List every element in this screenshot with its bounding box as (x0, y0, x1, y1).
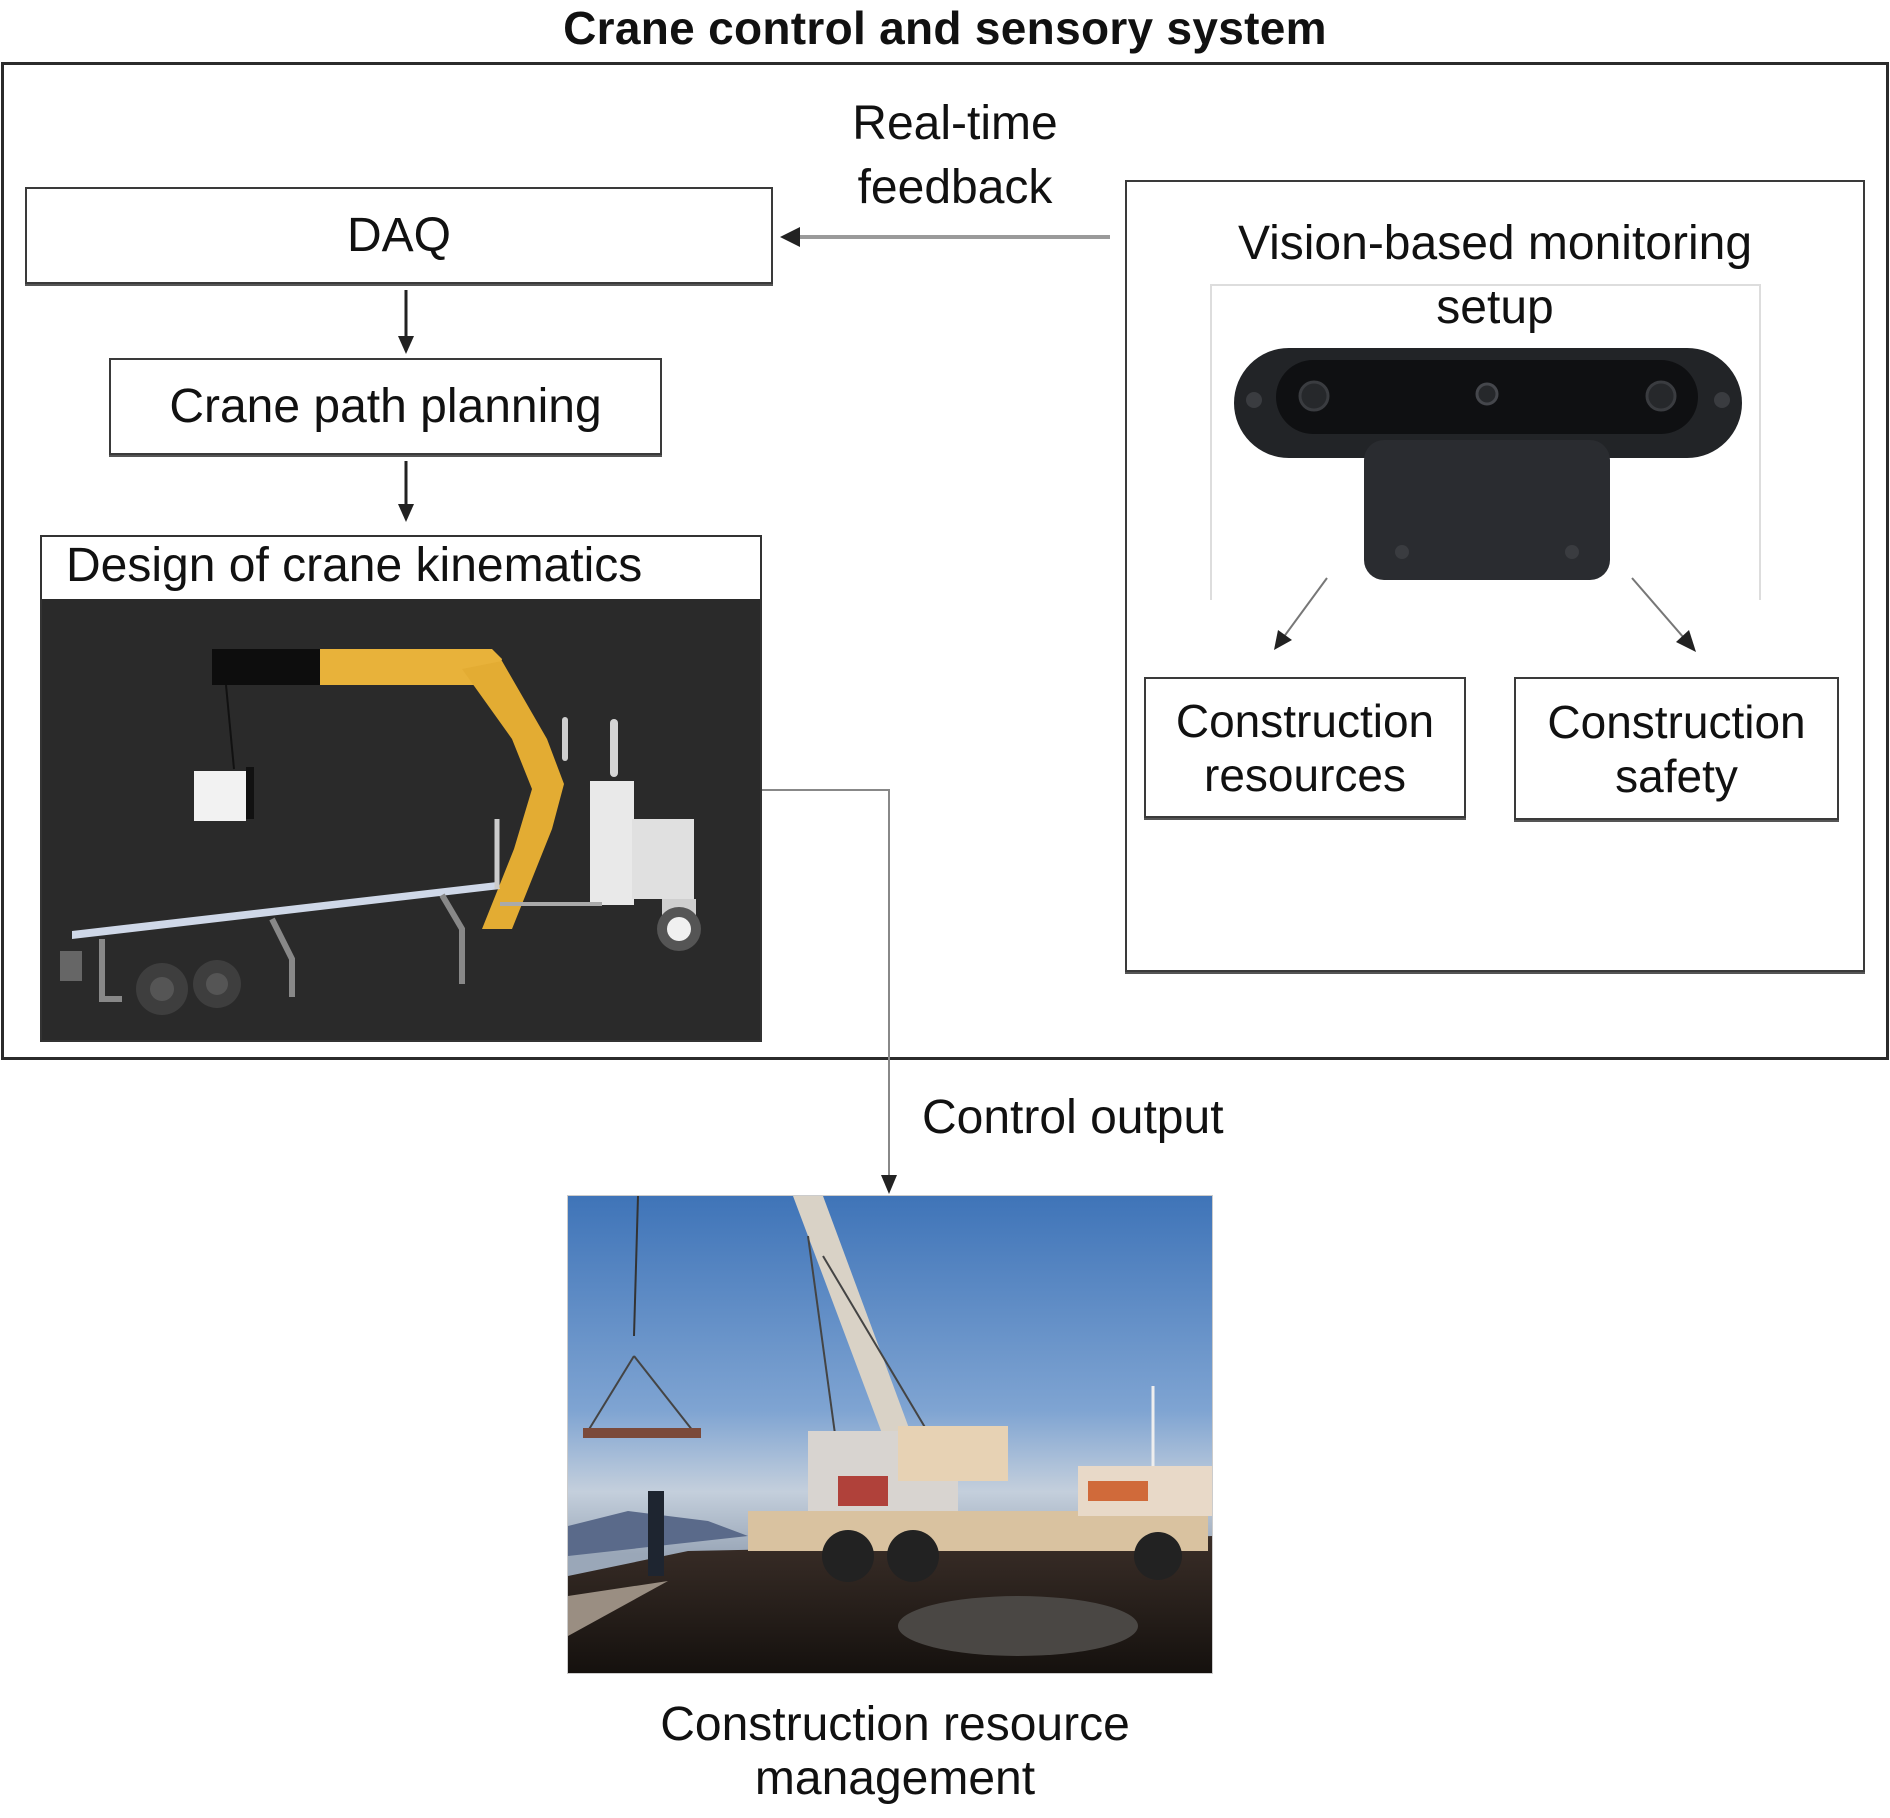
crane-path-planning-box: Crane path planning (109, 358, 662, 455)
camera-panel (1210, 284, 1761, 600)
boom-arm (320, 649, 502, 685)
worker (648, 1491, 664, 1576)
crane-kinematics-box: Design of crane kinematics (40, 535, 762, 1042)
stereo-camera-icon (1234, 348, 1742, 580)
crane-carrier (748, 1511, 1208, 1551)
crane-control-system-frame (1, 62, 1889, 1060)
construction-resources-box: Construction resources (1144, 677, 1466, 818)
crane-path-planning-label: Crane path planning (169, 379, 602, 433)
boom-extension (212, 649, 320, 685)
control-output-arrowhead-icon (881, 1175, 897, 1194)
construction-safety-label: Construction safety (1547, 695, 1806, 802)
truck-cab (590, 781, 634, 905)
vision-monitoring-label: Vision-based monitoring setup (1237, 217, 1753, 334)
diagram-title: Crane control and sensory system (563, 2, 1327, 54)
construction-resources-label: Construction resources (1175, 694, 1435, 801)
right-lens-icon (1645, 380, 1677, 412)
construction-safety-box: Construction safety (1514, 677, 1839, 820)
control-output-label: Control output (922, 1091, 1224, 1144)
crane-boom (793, 1196, 923, 1476)
site-photo (567, 1195, 1213, 1674)
lifted-beam (583, 1428, 701, 1438)
daq-label: DAQ (346, 208, 451, 262)
carrier-wheel (822, 1530, 874, 1582)
boom-knuckle (462, 661, 564, 929)
mobile-crane-photo-image (568, 1196, 1212, 1673)
daq-box: DAQ (25, 187, 773, 284)
vision-monitoring-box: Vision-based monitoring setup (1125, 180, 1865, 972)
realtime-feedback-label: Real-time feedback (852, 97, 1058, 214)
construction-resource-management-label: Construction resource management (660, 1698, 1130, 1805)
crane-truck-render-image (42, 599, 760, 1040)
flatbed (72, 882, 500, 939)
crane-kinematics-label: Design of crane kinematics (42, 537, 760, 599)
center-lens-icon (1475, 382, 1499, 406)
left-lens-icon (1298, 380, 1330, 412)
load-block (194, 771, 246, 821)
